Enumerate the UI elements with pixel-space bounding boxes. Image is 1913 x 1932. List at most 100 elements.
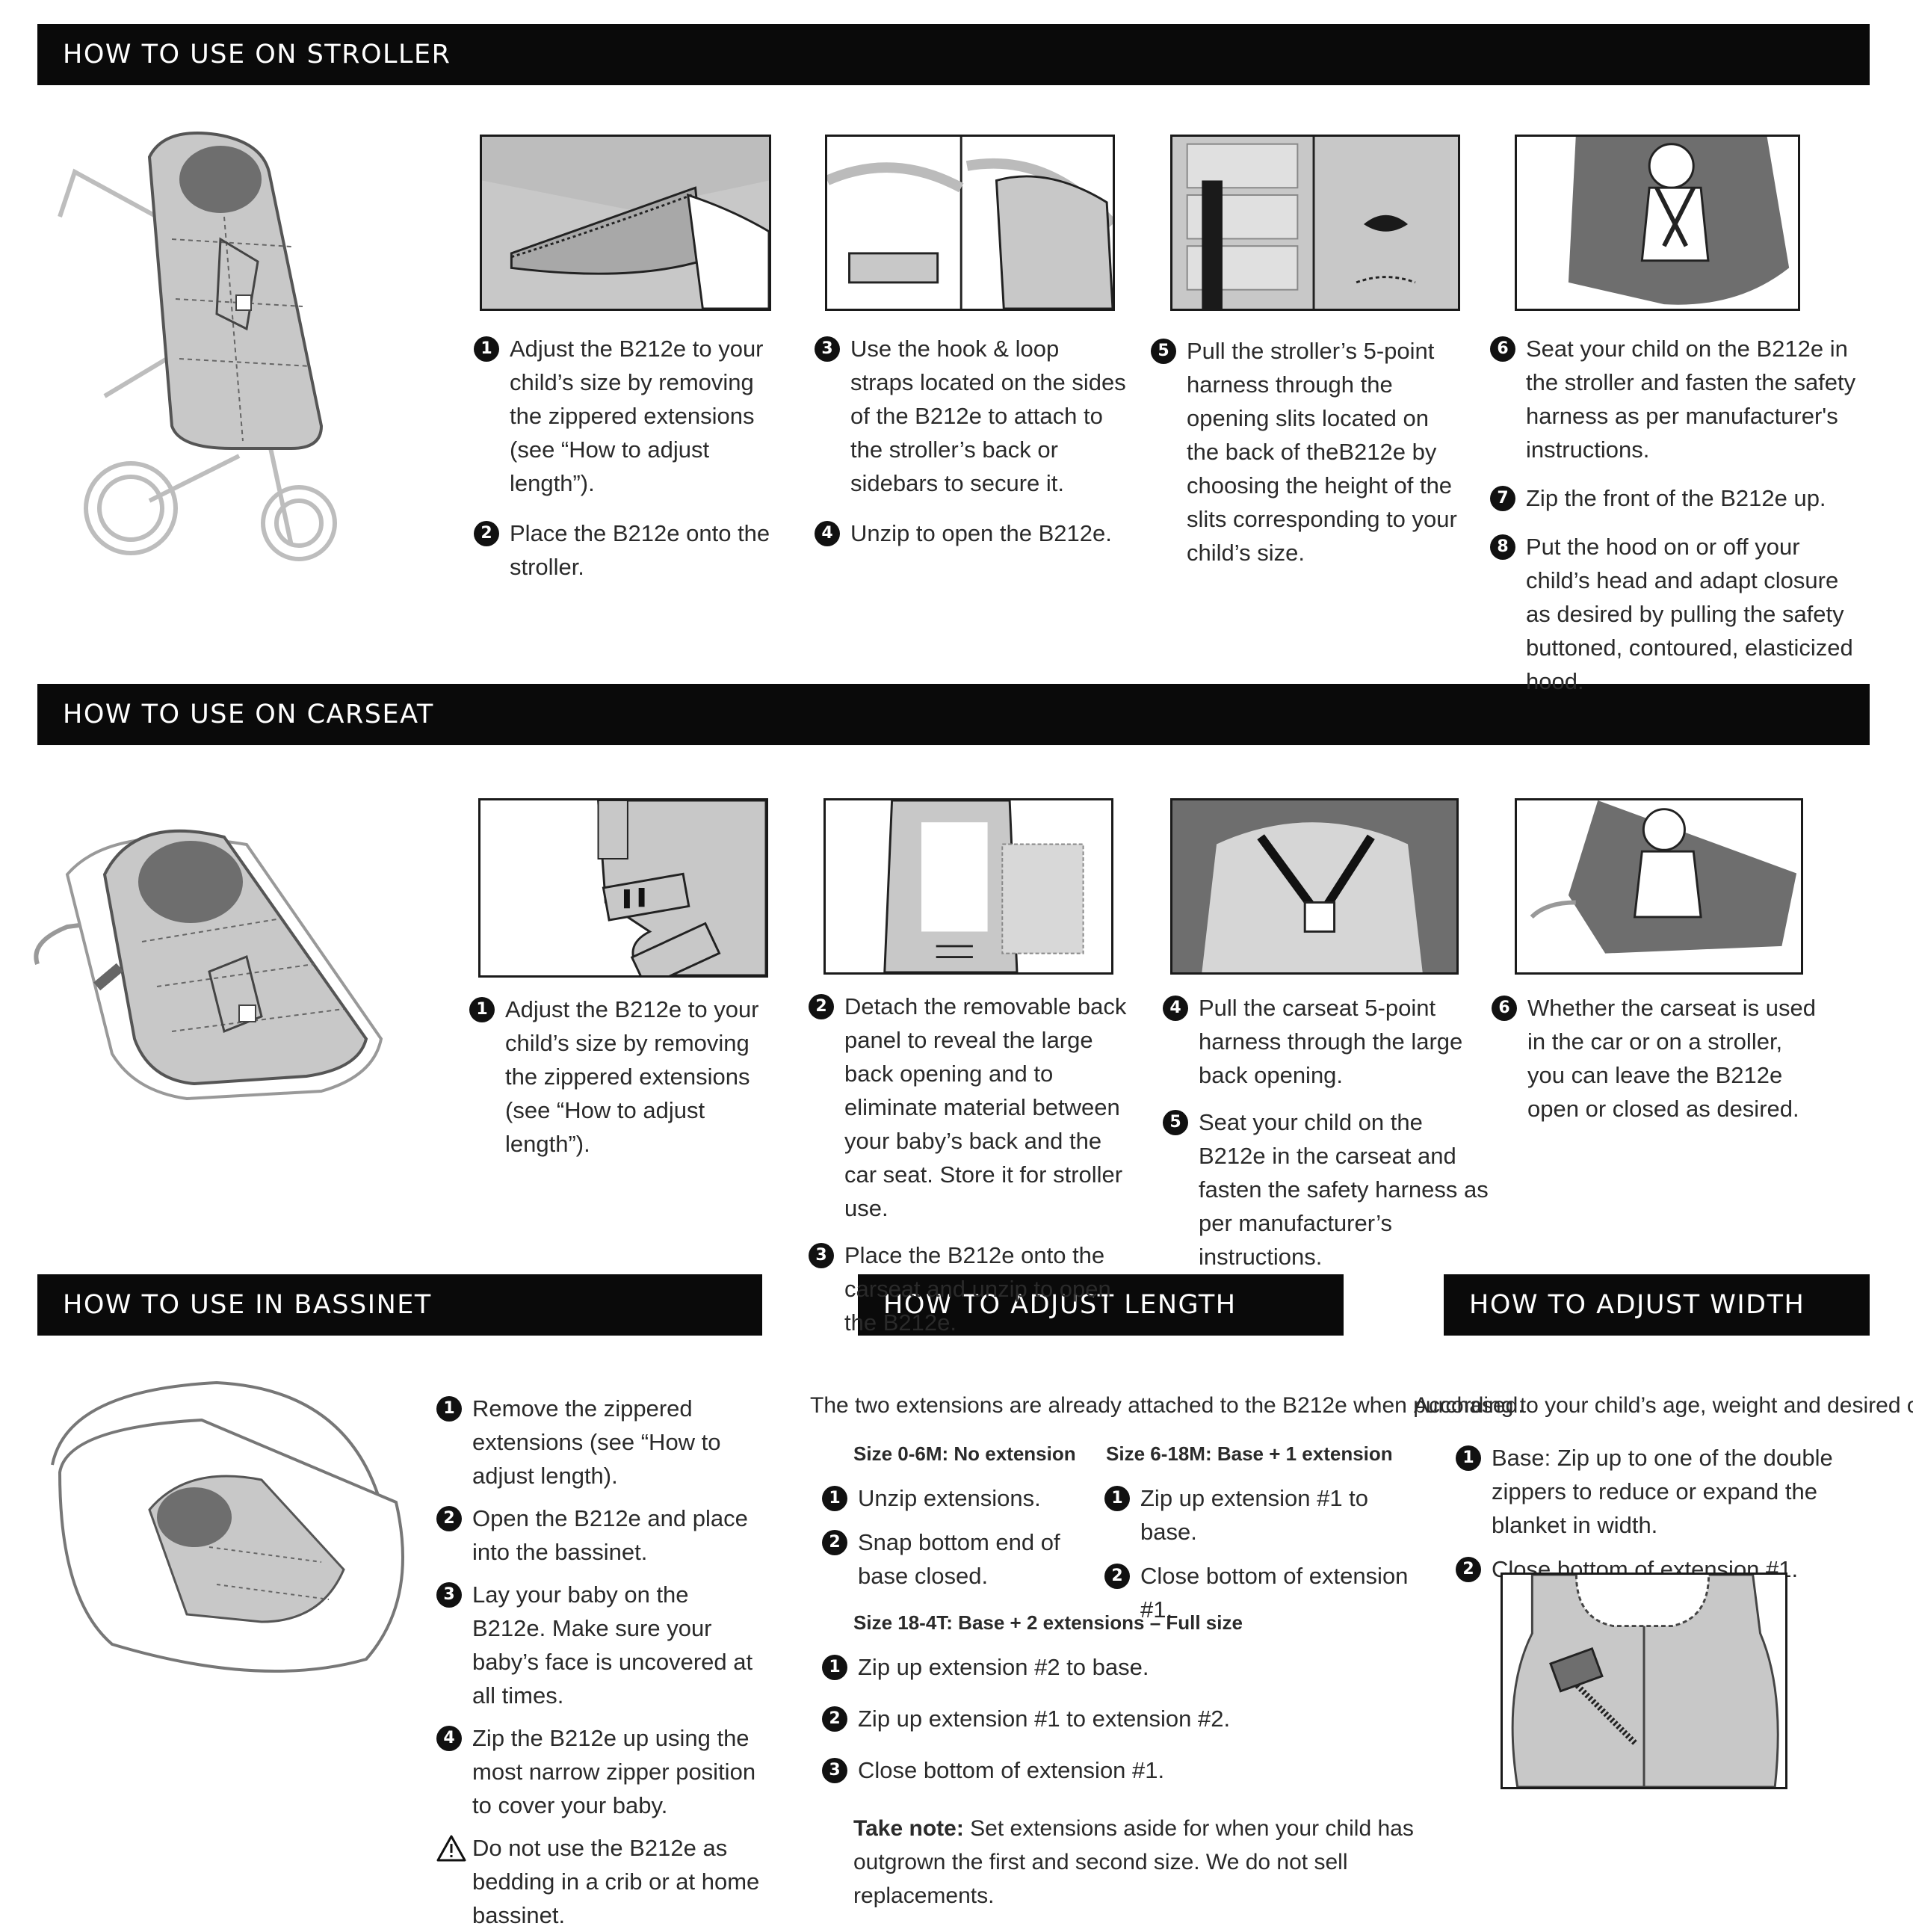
step-text: Zip the front of the B212e up. xyxy=(1526,485,1826,511)
step-number-badge: 1 xyxy=(469,997,495,1022)
step-item: 6 Seat your child on the B212e in the str… xyxy=(1490,332,1864,466)
length-intro: The two extensions are already attached … xyxy=(810,1393,1524,1418)
panel-carseat-step4 xyxy=(1170,798,1459,975)
step-text: Zip the B212e up using the most narrow z… xyxy=(472,1725,756,1818)
step-item: 5 Seat your child on the B212e in the car… xyxy=(1163,1105,1492,1274)
step-number-badge: 1 xyxy=(474,336,499,362)
panel-carseat-step1 xyxy=(478,798,768,978)
step-text: Zip up extension #2 to base. xyxy=(858,1654,1149,1680)
step-item: 1 Adjust the B212e to your child’s size b… xyxy=(474,332,773,500)
step-number-badge: 8 xyxy=(1490,534,1515,560)
step-number-badge: 4 xyxy=(436,1726,462,1751)
step-item: 4 Zip the B212e up using the most narrow … xyxy=(436,1721,765,1822)
section-header-width: HOW TO ADJUST WIDTH xyxy=(1444,1274,1870,1336)
panel-stroller-step3 xyxy=(825,135,1115,311)
step-text: Open the B212e and place into the bassin… xyxy=(472,1505,748,1565)
warning-text: Do not use the B212e as bedding in a cri… xyxy=(472,1835,760,1928)
take-note-text: Set extensions aside for when your child… xyxy=(853,1816,1414,1908)
step-number-badge: 1 xyxy=(436,1396,462,1422)
section-header-stroller: HOW TO USE ON STROLLER xyxy=(37,24,1870,85)
step-text: Place the B212e onto the carseat and unz… xyxy=(844,1242,1111,1336)
step-text: Pull the carseat 5-point harness through… xyxy=(1199,995,1463,1088)
step-item: 3 Close bottom of extension #1. xyxy=(822,1753,1270,1787)
step-number-badge: 2 xyxy=(474,521,499,546)
panel-stroller-step5 xyxy=(1170,135,1460,311)
stroller-steps-col1: 1 Adjust the B212e to your child’s size b… xyxy=(474,332,773,584)
step-number-badge: 3 xyxy=(436,1582,462,1608)
panel-carseat-step2 xyxy=(823,798,1113,975)
step-item: 1 Zip up extension #2 to base. xyxy=(822,1650,1270,1684)
step-text: Zip up extension #1 to extension #2. xyxy=(858,1706,1231,1732)
step-number-badge: 4 xyxy=(815,521,840,546)
step-item: 1 Adjust the B212e to your child’s size b… xyxy=(469,993,768,1161)
size1-label: Size 0-6M: No extension xyxy=(853,1442,1076,1465)
step-item: 3 Lay your baby on the B212e. Make sure y… xyxy=(436,1578,765,1712)
step-text: Put the hood on or off your child’s head… xyxy=(1526,534,1853,694)
step-item: 1 Base: Zip up to one of the double zippe… xyxy=(1456,1441,1874,1542)
step-number-badge: 5 xyxy=(1151,339,1176,364)
carseat-steps-col1: 1 Adjust the B212e to your child’s size b… xyxy=(469,993,768,1161)
step-text: Whether the carseat is used in the car o… xyxy=(1527,995,1816,1122)
step-text: Base: Zip up to one of the double zipper… xyxy=(1492,1445,1833,1538)
section-header-carseat: HOW TO USE ON CARSEAT xyxy=(37,684,1870,745)
step-text: Adjust the B212e to your child’s size by… xyxy=(505,996,759,1157)
step-item: 3 Place the B212e onto the carseat and un… xyxy=(809,1238,1137,1339)
step-number-badge: 2 xyxy=(822,1706,847,1732)
step-text: Use the hook & loop straps located on th… xyxy=(850,336,1126,496)
step-number-badge: 1 xyxy=(1104,1486,1130,1511)
step-number-badge: 1 xyxy=(822,1486,847,1511)
panel-carseat-step6 xyxy=(1515,798,1803,975)
stroller-steps-col4: 6 Seat your child on the B212e in the str… xyxy=(1490,332,1864,698)
step-text: Close bottom of extension #1. xyxy=(858,1757,1165,1783)
warning-triangle-icon xyxy=(436,1834,466,1862)
panel-width-zipper xyxy=(1501,1573,1787,1789)
step-number-badge: 6 xyxy=(1490,336,1515,362)
take-note-label: Take note: xyxy=(853,1816,964,1841)
step-text: Snap bottom end of base closed. xyxy=(858,1529,1060,1589)
step-number-badge: 2 xyxy=(1104,1564,1130,1589)
step-text: Adjust the B212e to your child’s size by… xyxy=(510,336,764,496)
stroller-steps-col3: 5 Pull the stroller’s 5-point harness thr… xyxy=(1151,334,1465,570)
step-text: Place the B212e onto the stroller. xyxy=(510,520,770,580)
step-number-badge: 7 xyxy=(1490,486,1515,511)
step-item: 2 Place the B212e onto the stroller. xyxy=(474,516,773,584)
step-text: Unzip extensions. xyxy=(858,1485,1041,1511)
step-item: 4 Pull the carseat 5-point harness throug… xyxy=(1163,991,1492,1092)
step-item: 1 Unzip extensions. xyxy=(822,1481,1069,1515)
step-number-badge: 1 xyxy=(822,1655,847,1680)
carseat-steps-col4: 6 Whether the carseat is used in the car … xyxy=(1492,991,1820,1126)
step-text: Seat your child on the B212e in the stro… xyxy=(1526,336,1856,463)
step-text: Lay your baby on the B212e. Make sure yo… xyxy=(472,1581,753,1709)
step-item: 2 Open the B212e and place into the bassi… xyxy=(436,1502,765,1569)
step-item: 5 Pull the stroller’s 5-point harness thr… xyxy=(1151,334,1465,570)
step-number-badge: 6 xyxy=(1492,996,1517,1021)
step-number-badge: 2 xyxy=(1456,1557,1481,1582)
step-item: 2 Zip up extension #1 to extension #2. xyxy=(822,1702,1270,1735)
width-steps: 1 Base: Zip up to one of the double zippe… xyxy=(1456,1441,1874,1586)
section-header-bassinet: HOW TO USE IN BASSINET xyxy=(37,1274,762,1336)
step-item: 8 Put the hood on or off your child’s hea… xyxy=(1490,530,1864,698)
step-text: Detach the removable back panel to revea… xyxy=(844,993,1127,1221)
step-number-badge: 1 xyxy=(1456,1445,1481,1471)
step-number-badge: 2 xyxy=(436,1506,462,1531)
section-header-length: HOW TO ADJUST LENGTH xyxy=(858,1274,1344,1336)
size3-label: Size 18-4T: Base + 2 extensions – Full s… xyxy=(853,1611,1243,1634)
step-number-badge: 4 xyxy=(1163,996,1188,1021)
step-text: Pull the stroller’s 5-point harness thro… xyxy=(1187,338,1457,566)
step-number-badge: 3 xyxy=(809,1243,834,1268)
step-text: Seat your child on the B212e in the cars… xyxy=(1199,1109,1489,1270)
width-intro: According to your child’s age, weight an… xyxy=(1414,1393,1913,1418)
step-number-badge: 5 xyxy=(1163,1110,1188,1135)
step-number-badge: 3 xyxy=(822,1758,847,1783)
